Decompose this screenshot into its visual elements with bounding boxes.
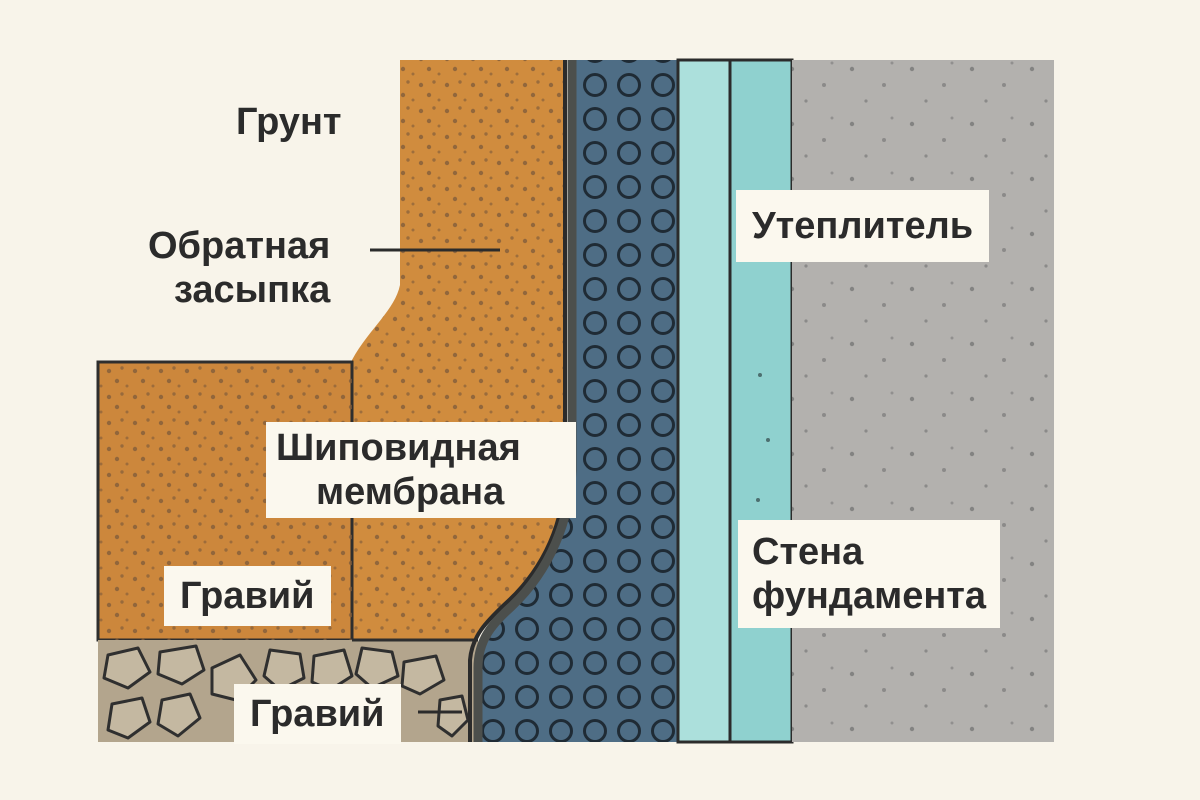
foundation-wall	[792, 60, 1054, 742]
foundation-wall-label-line1: Стена	[752, 531, 864, 573]
soil-label: Грунт	[236, 101, 342, 143]
membrane-label-line2: мембрана	[316, 471, 505, 513]
insulation-label: Утеплитель	[736, 190, 990, 262]
backfill-layer	[352, 60, 565, 742]
insulation-layer	[676, 58, 794, 744]
backfill-label-line2: засыпка	[174, 269, 331, 311]
foundation-wall-label: Стена фундамента	[738, 520, 1001, 628]
membrane-label-line1: Шиповидная	[276, 427, 521, 469]
gravel-lower-label: Гравий	[234, 684, 401, 744]
foundation-wall-label-line2: фундамента	[752, 575, 987, 617]
backfill-label-line1: Обратная	[148, 225, 331, 267]
membrane-label: Шиповидная мембрана	[266, 422, 576, 518]
backfill-label: Обратная засыпка	[148, 224, 330, 312]
gravel-upper-label: Гравий	[164, 566, 331, 626]
